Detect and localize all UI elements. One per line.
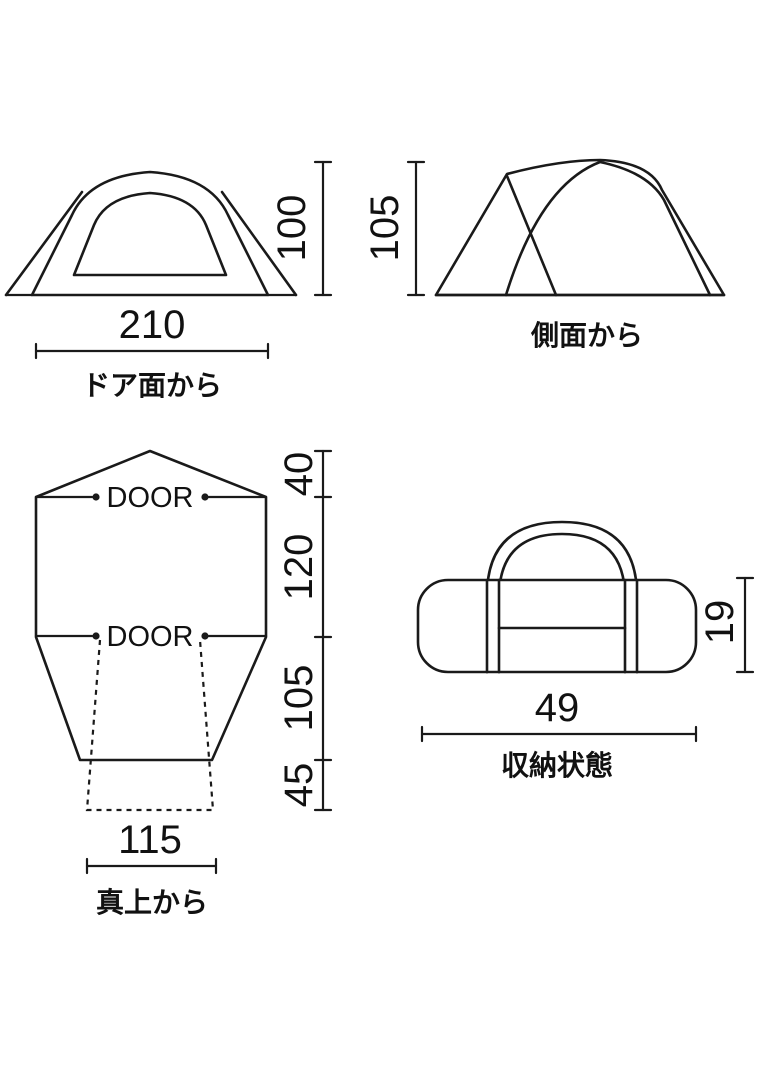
- side-view: 105 側面から: [363, 158, 726, 352]
- storage-view: 19 49 収納状態: [416, 520, 755, 782]
- door-view-width-value: 210: [119, 303, 186, 347]
- storage-bag-handle-outer: [485, 520, 639, 674]
- storage-bag-handle-inner: [497, 532, 627, 674]
- top-view-vestibule-dashed: [85, 639, 215, 812]
- top-view-depth-dimension: 40 120 105 45: [277, 449, 333, 812]
- top-view-front-door-label: DOOR: [107, 482, 194, 514]
- storage-view-length-dimension: 49: [420, 686, 698, 743]
- storage-view-height-value: 19: [698, 600, 742, 645]
- door-view-height-dimension: 100: [270, 160, 333, 297]
- door-view-door-opening: [72, 191, 228, 277]
- top-view-inner-door-label: DOOR: [107, 621, 194, 653]
- top-view-depth-value-3: 105: [277, 665, 321, 732]
- storage-view-height-dimension: 19: [698, 576, 755, 674]
- side-view-pole: [505, 174, 558, 297]
- top-view-depth-value-4: 45: [277, 763, 321, 808]
- door-view-tent-body: [30, 170, 270, 297]
- side-view-caption: 側面から: [530, 319, 643, 352]
- side-view-inner-arch: [504, 160, 712, 297]
- top-view-width-value: 115: [118, 818, 182, 862]
- door-view-caption: ドア面から: [82, 369, 222, 402]
- door-view-width-dimension: 210: [34, 303, 270, 360]
- top-view-depth-value-1: 40: [277, 452, 321, 497]
- door-marker-dot: [92, 493, 100, 501]
- storage-bag-body: [416, 578, 698, 674]
- door-view-outer-fly-right: [220, 190, 298, 297]
- storage-view-caption: 収納状態: [501, 749, 613, 782]
- top-view-caption: 真上から: [96, 886, 208, 919]
- side-view-height-value: 105: [363, 195, 407, 262]
- door-marker-dot: [92, 632, 100, 640]
- side-view-height-dimension: 105: [363, 160, 426, 297]
- storage-view-length-value: 49: [535, 686, 580, 730]
- door-view-height-value: 100: [270, 195, 314, 262]
- door-marker-dot: [201, 632, 209, 640]
- top-view-depth-value-2: 120: [277, 534, 321, 601]
- top-view: DOOR DOOR 40 120 105 45 115: [34, 449, 333, 919]
- door-view: 100 210 ドア面から: [4, 160, 333, 402]
- top-view-outline: [34, 449, 268, 762]
- door-marker-dot: [201, 493, 209, 501]
- top-view-width-dimension: 115: [85, 818, 218, 875]
- side-view-fly-outline: [434, 158, 726, 297]
- door-view-outer-fly-left: [4, 190, 84, 297]
